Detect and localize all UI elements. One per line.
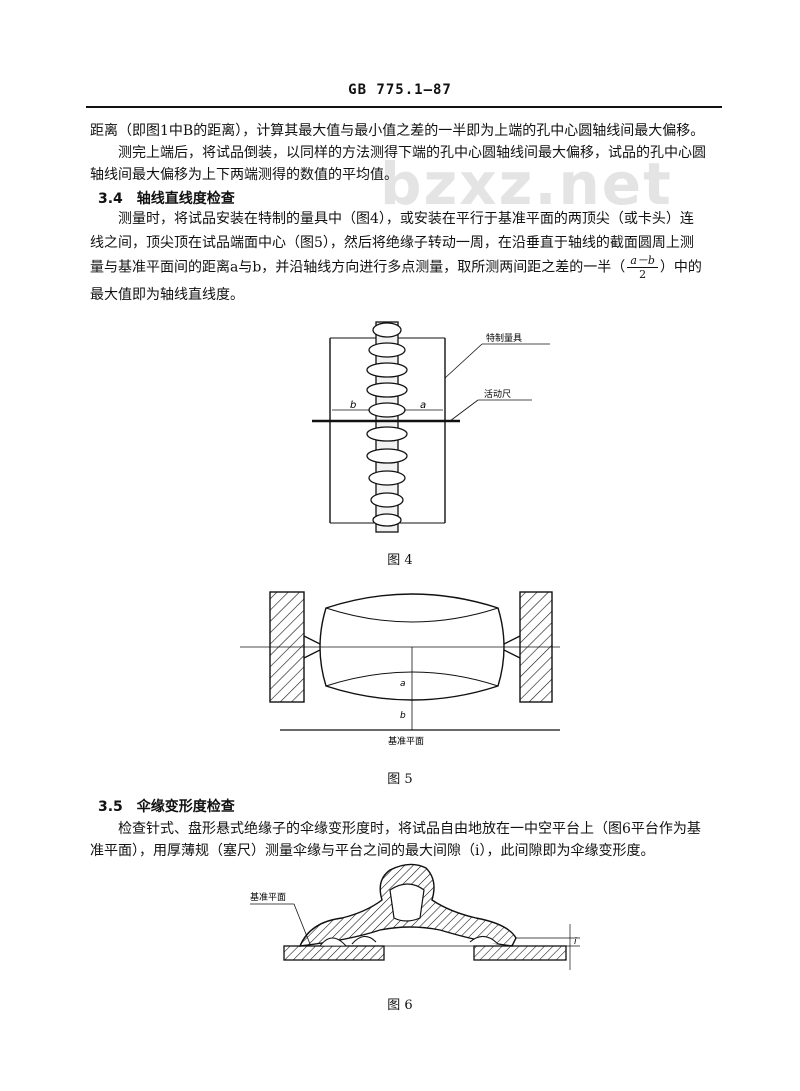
platform-right — [473, 945, 567, 961]
paragraph-2-line-2: 轴线间最大偏移为上下两端测得的数值的平均值。 — [90, 167, 398, 183]
label-special-gauge: 特制量具 — [486, 332, 522, 344]
section-3-5-line-2: 准平面），用厚薄规（塞尺）测量伞缘与平台之间的最大间隙（i），此间隙即为伞缘变形… — [90, 843, 655, 859]
figure-6-drawing: i 基准平面 — [250, 863, 580, 970]
section-3-4-line-3-text: 量与基准平面间的距离a与b，并沿轴线方向进行多点测量，取所测两间距之差的一半（ — [90, 259, 626, 276]
fraction-numerator: a－b — [627, 254, 658, 268]
label-movable-ruler: 活动尺 — [484, 388, 511, 400]
figure-4-caption: 图 4 — [387, 553, 413, 568]
section-3-4-line-3: 量与基准平面间的距离a与b，并沿轴线方向进行多点测量，取所测两间距之差的一半（a… — [90, 254, 702, 281]
figure-6-caption: 图 6 — [387, 998, 413, 1013]
figure-5-caption: 图 5 — [387, 772, 413, 787]
label-b: b — [350, 400, 356, 411]
paragraph-1: 距离（即图1中B的距离），计算其最大值与最小值之差的一半即为上端的孔中心圆轴线间… — [90, 123, 705, 139]
label-base-plane: 基准平面 — [250, 891, 286, 903]
section-3-5-title: 3.5 伞缘变形度检查 — [98, 799, 235, 815]
label-b: b — [400, 711, 406, 721]
insulator-column — [366, 321, 408, 533]
paragraph-2-line-1: 测完上端后，将试品倒装，以同样的方法测得下端的孔中心圆轴线间最大偏移，试品的孔中… — [118, 145, 706, 161]
section-3-4-title: 3.4 轴线直线度检查 — [98, 191, 235, 207]
fraction-denominator: 2 — [639, 268, 647, 281]
section-3-4-line-2: 线之间，顶尖顶在试品端面中心（图5），然后将绝缘子转动一周，在沿垂直于轴线的截面… — [90, 235, 694, 251]
section-3-4-line-4: 最大值即为轴线直线度。 — [90, 287, 244, 303]
figure-4-drawing: b a 特制量具 活动尺 — [312, 321, 550, 533]
insulator-cap-hole — [389, 883, 425, 922]
label-a: a — [420, 400, 426, 411]
leader-gauge — [444, 343, 483, 379]
label-a: a — [400, 679, 406, 689]
section-3-4-line-3-tail: ）中的 — [659, 259, 702, 276]
platform-left — [283, 945, 385, 961]
section-3-4-line-1: 测量时，将试品安装在特制的量具中（图4），或安装在平行于基准平面的两顶尖（或卡头… — [118, 211, 694, 227]
label-gap-i: i — [574, 937, 577, 947]
watermark-text: bzxz.net — [380, 150, 673, 218]
leader-base-plane — [293, 903, 311, 945]
label-base-plane: 基准平面 — [388, 735, 424, 747]
header-rule — [86, 106, 722, 108]
section-3-5-line-1: 检查针式、盘形悬式绝缘子的伞缘变形度时，将试品自由地放在一中空平台上（图6平台作… — [118, 821, 701, 837]
page-header-code: GB 775.1—87 — [348, 82, 452, 98]
leader-ruler — [449, 399, 479, 422]
figure-5-drawing: a b 基准平面 — [240, 591, 560, 747]
